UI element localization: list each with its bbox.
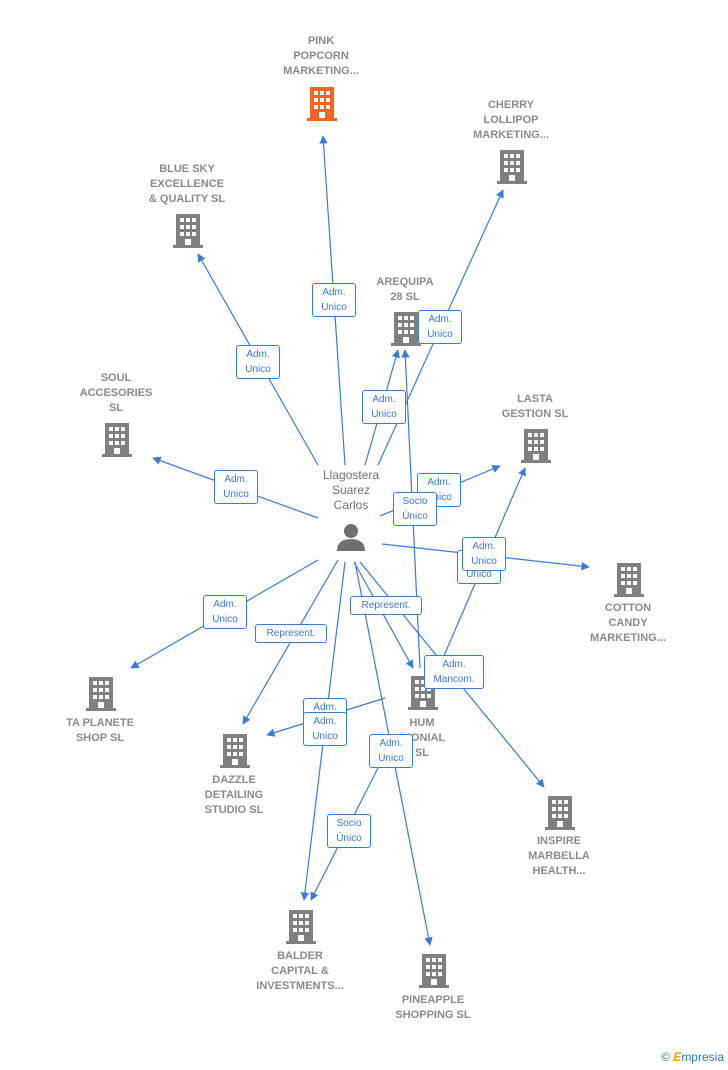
building-icon-lasta[interactable] — [521, 429, 551, 463]
edge-label-e-socio1: Socio Único — [393, 492, 437, 526]
edge-label-e-taplanete: Adm. Unico — [203, 595, 247, 629]
edge-label-e-rep2: Represent. — [350, 596, 422, 615]
copyright-symbol: © — [661, 1050, 670, 1064]
company-label-taplanete[interactable]: TA PLANETE SHOP SL — [66, 717, 134, 744]
building-icon-taplanete[interactable] — [86, 677, 116, 711]
company-label-cherry[interactable]: CHERRY LOLLIPOP MARKETING... — [473, 99, 549, 141]
edge-line — [353, 561, 414, 669]
building-icon-soul[interactable] — [102, 423, 132, 457]
company-label-soul[interactable]: SOUL ACCESORIES SL — [79, 372, 153, 414]
person-name[interactable]: Llagostera Suarez Carlos — [322, 468, 380, 512]
edge-label-e-pink: Adm. Unico — [312, 283, 356, 317]
company-label-balder[interactable]: BALDER CAPITAL & INVESTMENTS... — [256, 950, 344, 992]
edge-label-e-rep1: Represent. — [255, 624, 327, 643]
company-label-dazzle[interactable]: DAZZLE DETAILING STUDIO SL — [204, 774, 264, 816]
brand-name: mpresia — [681, 1050, 724, 1064]
building-icon-inspire[interactable] — [545, 796, 575, 830]
edge-label-e-dazzle: Adm. Unico — [303, 712, 347, 746]
edge-label-e-soul: Adm. Unico — [214, 470, 258, 504]
edge-label-e-mancom: Adm. Mancom. — [424, 655, 484, 689]
edge-label-e-bluesky: Adm. Unico — [236, 345, 280, 379]
edge-label-e-balder: Adm. Unico — [369, 734, 413, 768]
company-label-inspire[interactable]: INSPIRE MARBELLA HEALTH... — [528, 835, 590, 877]
edge-label-e-arequipa: Adm. Unico — [362, 390, 406, 424]
company-label-lasta[interactable]: LASTA GESTION SL — [501, 393, 569, 420]
edge-label-e-socio2: Socio Único — [327, 814, 371, 848]
edge-label-e-cherry: Adm. Unico — [418, 310, 462, 344]
company-label-pink[interactable]: PINK POPCORN MARKETING... — [283, 35, 359, 77]
company-label-cotton[interactable]: COTTON CANDY MARKETING... — [590, 602, 666, 644]
company-label-bluesky[interactable]: BLUE SKY EXCELLENCE & QUALITY SL — [148, 163, 226, 205]
person-icon[interactable] — [337, 524, 365, 551]
brand-initial: E — [673, 1050, 682, 1064]
brand-logo: © Empresia — [661, 1050, 724, 1064]
building-icon-dazzle[interactable] — [220, 734, 250, 768]
building-icon-arequipa[interactable] — [391, 312, 421, 346]
company-label-arequipa[interactable]: AREQUIPA 28 SL — [376, 276, 434, 303]
building-icon-bluesky[interactable] — [173, 214, 203, 248]
building-icon-balder[interactable] — [286, 910, 316, 944]
building-icon-pineapple[interactable] — [419, 954, 449, 988]
building-icon-cherry[interactable] — [497, 150, 527, 184]
building-icon-cotton[interactable] — [614, 563, 644, 597]
company-label-pineapple[interactable]: PINEAPPLE SHOPPING SL — [395, 994, 471, 1021]
building-icon-pink[interactable] — [307, 87, 337, 121]
edge-label-e-cotton: Adm. Unico — [462, 537, 506, 571]
